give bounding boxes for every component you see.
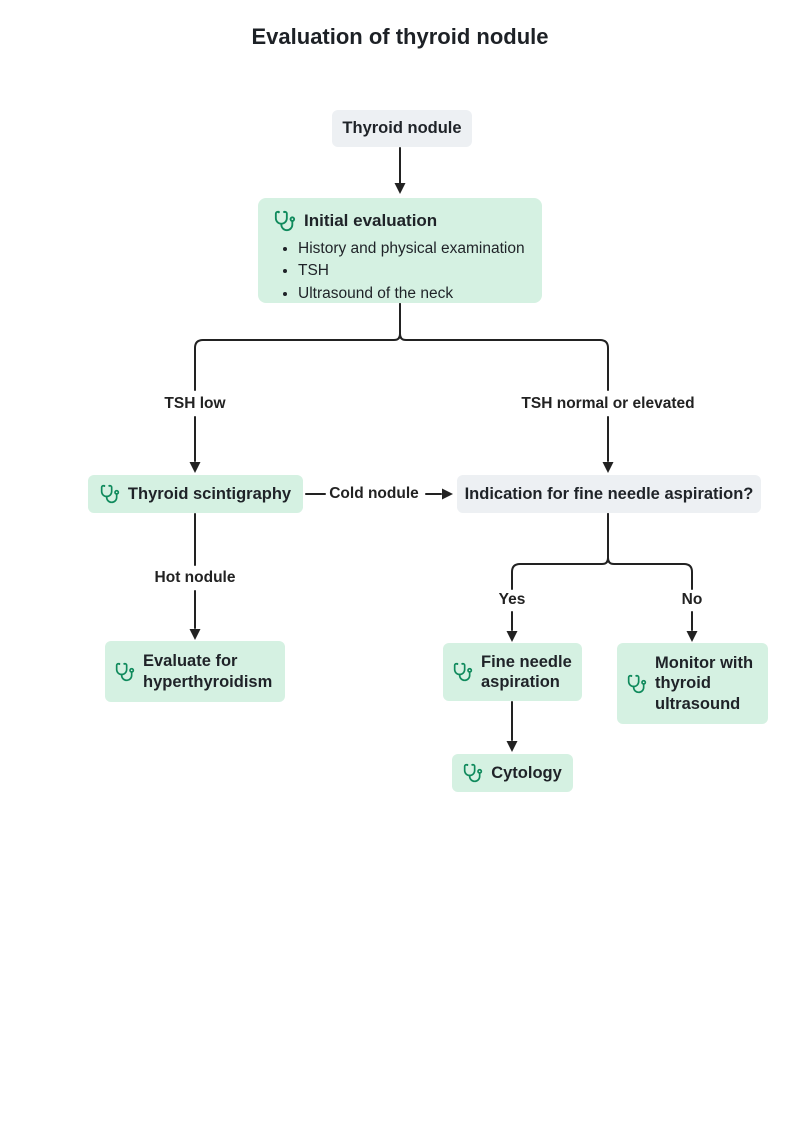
edge-label-yes: Yes xyxy=(498,591,526,608)
arrowhead xyxy=(442,488,453,500)
node-fine-needle-aspiration: Fine needle aspiration xyxy=(443,643,582,701)
list-item: TSH xyxy=(298,261,526,281)
arrowhead xyxy=(189,629,201,640)
list-item: History and physical examination xyxy=(298,239,526,259)
initial-evaluation-list: History and physical examination TSH Ult… xyxy=(274,239,526,304)
arrowhead xyxy=(189,462,201,473)
stethoscope-icon xyxy=(627,674,647,694)
node-label: Monitor with thyroid ultrasound xyxy=(655,654,754,713)
edge-split-right xyxy=(399,303,609,391)
node-label: Fine needle aspiration xyxy=(481,652,572,691)
node-thyroid-nodule: Thyroid nodule xyxy=(332,110,472,147)
stethoscope-icon xyxy=(463,763,483,783)
arrowhead xyxy=(602,462,614,473)
node-thyroid-scintigraphy: Thyroid scintigraphy xyxy=(88,475,303,513)
arrowhead xyxy=(686,631,698,642)
edge-label-cold-nodule: Cold nodule xyxy=(329,485,419,502)
edge-yes-branch xyxy=(511,513,609,590)
node-label: Indication for fine needle aspiration? xyxy=(464,484,754,503)
node-label: Thyroid nodule xyxy=(342,119,462,137)
edge-split-left xyxy=(194,303,401,391)
arrowhead xyxy=(394,183,406,194)
node-label: Thyroid scintigraphy xyxy=(127,484,292,503)
node-fna-indication: Indication for fine needle aspiration? xyxy=(457,475,761,513)
node-label: Initial evaluation xyxy=(304,211,438,230)
node-label: Cytology xyxy=(491,763,562,782)
arrowhead xyxy=(506,631,518,642)
edge-no-branch xyxy=(607,513,693,590)
node-initial-evaluation: Initial evaluation History and physical … xyxy=(258,198,542,303)
list-item: Ultrasound of the neck xyxy=(298,284,526,304)
node-evaluate-hyperthyroidism: Evaluate for hyperthyroidism xyxy=(105,641,285,702)
node-label: Evaluate for hyperthyroidism xyxy=(143,652,273,691)
stethoscope-icon xyxy=(100,484,120,504)
arrowhead xyxy=(506,741,518,752)
stethoscope-icon xyxy=(115,662,135,682)
edge-label-tsh-normal: TSH normal or elevated xyxy=(521,395,695,412)
edge-label-no: No xyxy=(681,591,703,608)
node-monitor-ultrasound: Monitor with thyroid ultrasound xyxy=(617,643,768,724)
edge-label-tsh-low: TSH low xyxy=(164,395,226,412)
page-title: Evaluation of thyroid nodule xyxy=(251,24,549,49)
stethoscope-icon xyxy=(274,210,296,232)
stethoscope-icon xyxy=(453,662,473,682)
node-cytology: Cytology xyxy=(452,754,573,792)
edge-label-hot-nodule: Hot nodule xyxy=(154,569,236,586)
